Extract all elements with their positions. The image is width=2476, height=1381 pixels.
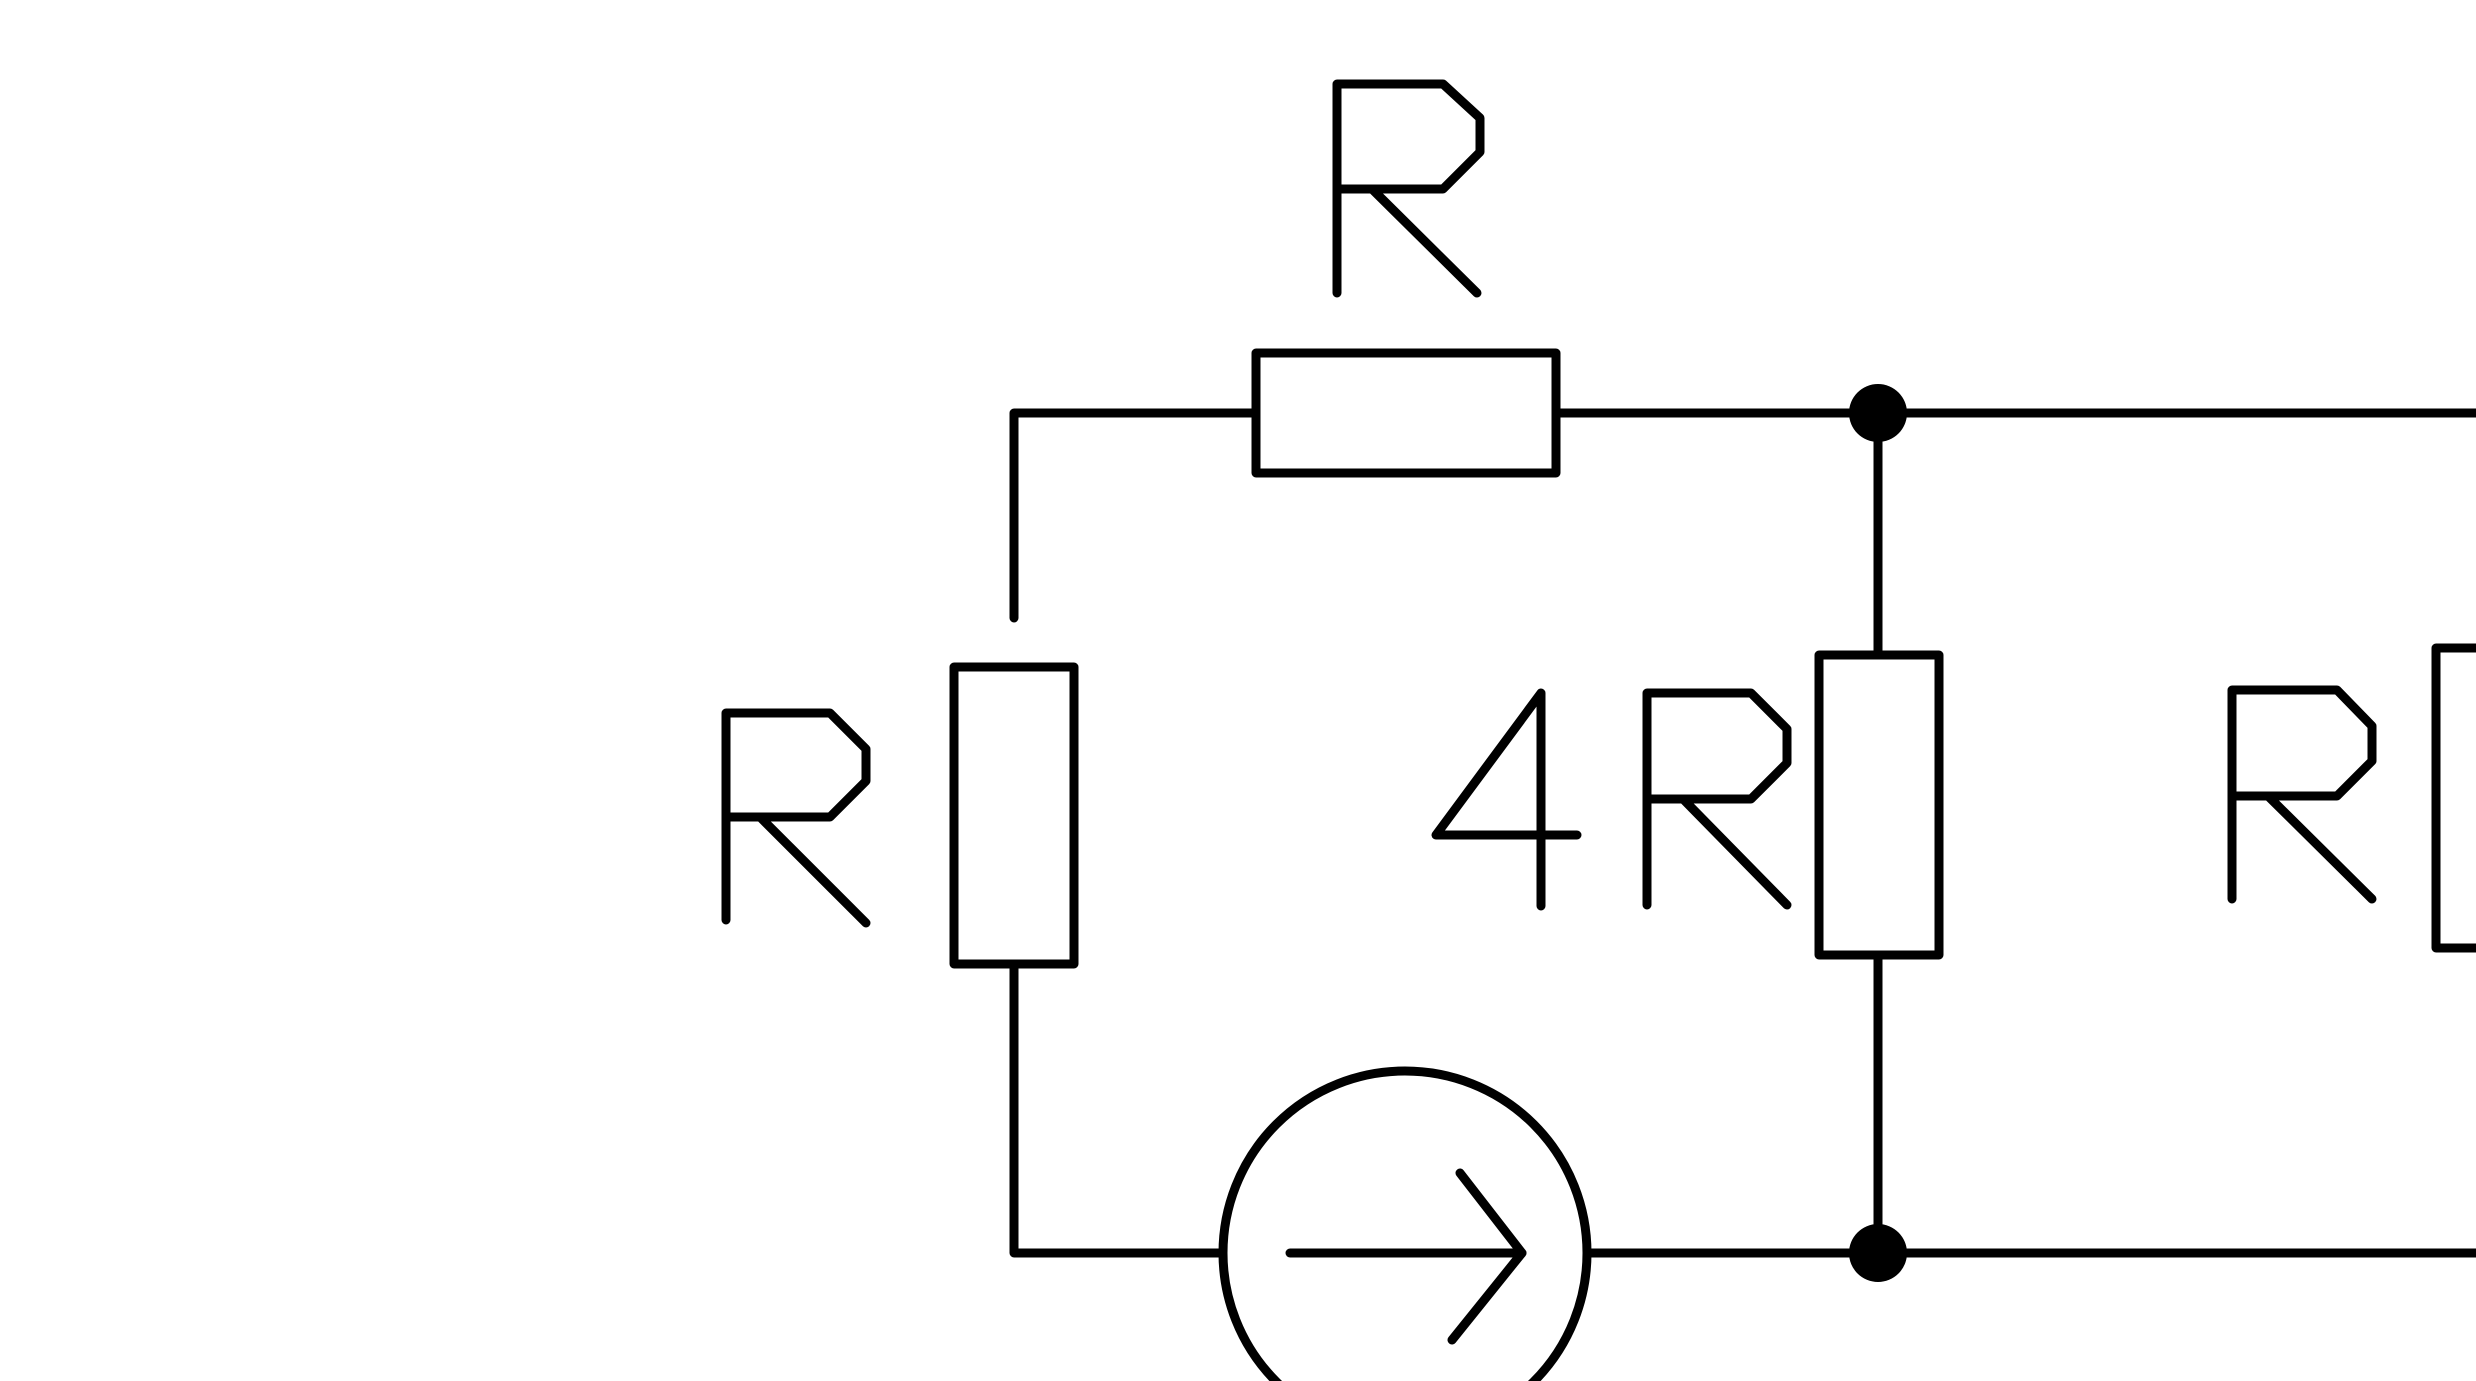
wire-top-left xyxy=(1009,408,1261,623)
current-source-icon xyxy=(1218,1066,1592,1381)
wires xyxy=(1009,408,2476,1258)
label-right-resistor-glyph xyxy=(2227,685,2377,904)
resistor-middle xyxy=(1814,650,1944,960)
resistor-top xyxy=(1251,348,1561,478)
junction-node-bottom xyxy=(1849,1224,1907,1282)
junction-node-top xyxy=(1849,384,1907,442)
label-left-resistor-glyph xyxy=(721,708,871,928)
resistor-right xyxy=(2431,643,2476,953)
wire-left-bottom xyxy=(1009,961,1228,1258)
label-middle-resistor-glyph xyxy=(1431,688,1792,911)
label-top-resistor-glyph xyxy=(1332,79,1485,298)
resistor-left xyxy=(949,662,1079,969)
